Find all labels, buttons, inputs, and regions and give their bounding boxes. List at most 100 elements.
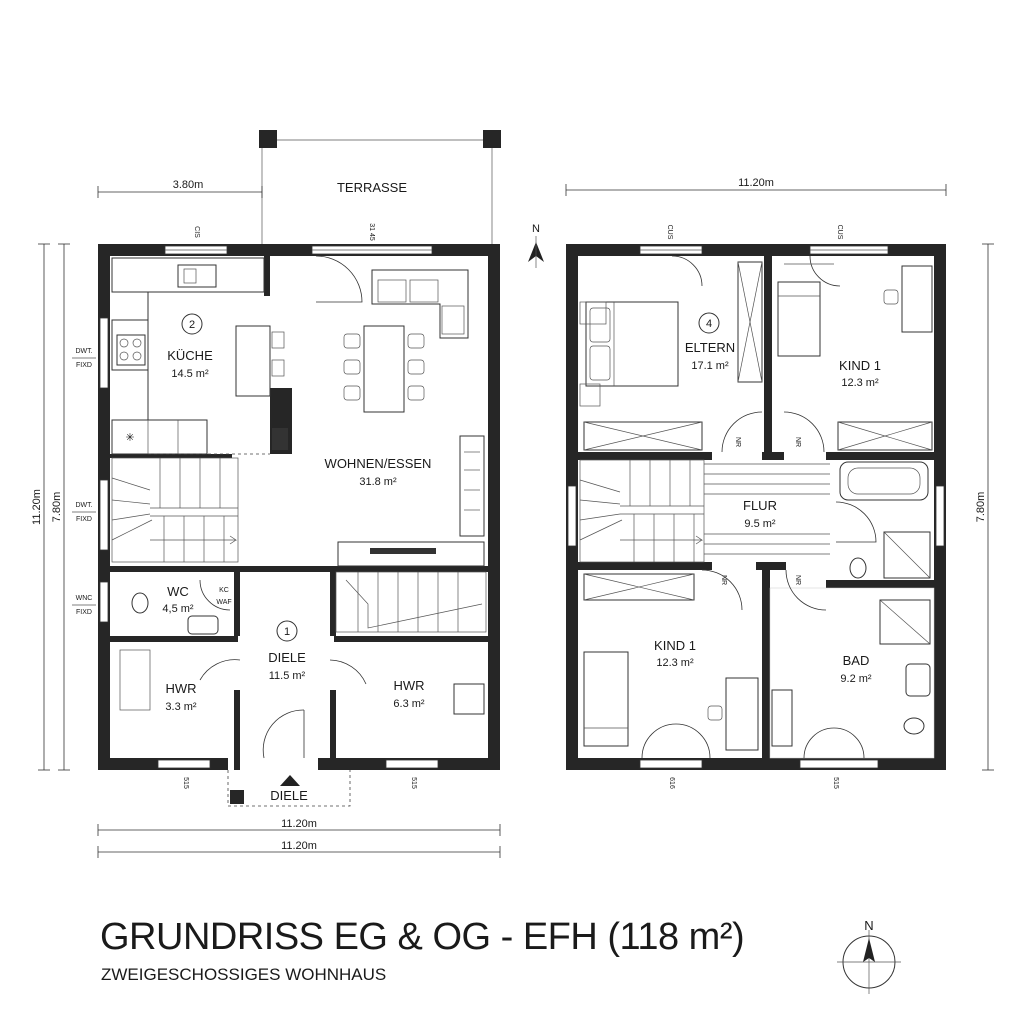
window <box>99 581 109 623</box>
room-area-flur: 9.5 m² <box>744 518 776 530</box>
svg-text:515: 515 <box>832 777 839 789</box>
og-inner-walls <box>578 256 934 758</box>
sideboard <box>459 435 485 537</box>
wardrobe <box>737 261 763 383</box>
entrance-arrow-icon <box>280 775 300 786</box>
svg-text:WAF: WAF <box>216 599 231 606</box>
og-stairs <box>579 459 830 563</box>
room-area-wohnen: 31.8 m² <box>359 476 397 488</box>
svg-text:NR: NR <box>720 575 727 585</box>
og-door-tags: NR NR NR NR <box>720 437 801 585</box>
fan-icon: ✳ <box>125 432 134 444</box>
room-name-hwr-right: HWR <box>393 678 424 693</box>
svg-text:CUS: CUS <box>666 225 673 240</box>
dim-terrace-width: 3.80m <box>173 179 204 191</box>
shower-icon <box>883 531 931 579</box>
room-name-hwr-left: HWR <box>165 681 196 696</box>
toilet-icon <box>849 557 867 579</box>
terrace-post <box>259 130 277 148</box>
room-name-kind-top: KIND 1 <box>839 358 881 373</box>
svg-text:FIXD: FIXD <box>76 362 92 369</box>
svg-text:DWT.: DWT. <box>75 348 92 355</box>
og-room-labels: 4 ELTERN 17.1 m² KIND 1 12.3 m² FLUR 9.5… <box>654 312 881 685</box>
window <box>99 479 109 551</box>
terrace: TERRASSE <box>259 130 501 248</box>
svg-text:NR: NR <box>794 575 801 585</box>
dim-og-height: 7.80m <box>975 492 987 523</box>
svg-text:515: 515 <box>182 777 189 789</box>
room-name-kind-bottom: KIND 1 <box>654 638 696 653</box>
ground-floor-plan: TERRASSE <box>31 130 501 858</box>
entrance-label: DIELE <box>270 788 308 803</box>
room-area-kind-top: 12.3 m² <box>841 377 879 389</box>
wardrobe <box>583 421 703 451</box>
eg-stair-right <box>335 571 487 633</box>
svg-text:616: 616 <box>668 777 675 789</box>
wc-fixtures: KC WAF <box>131 579 232 635</box>
room-name-wohnen: WOHNEN/ESSEN <box>325 456 432 471</box>
eg-windows <box>99 245 439 770</box>
wash-basin-icon <box>187 615 219 635</box>
svg-text:NR: NR <box>734 437 741 447</box>
shower-icon <box>879 599 931 645</box>
oven-icon <box>272 428 288 450</box>
room-area-bad: 9.2 m² <box>840 673 872 685</box>
room-name-flur: FLUR <box>743 498 777 513</box>
eg-stairs <box>111 457 239 563</box>
diele-doors <box>119 649 485 807</box>
svg-text:515: 515 <box>410 777 417 789</box>
kind-top-fixtures <box>777 255 933 453</box>
og-windows <box>567 245 945 769</box>
room-area-kueche: 14.5 m² <box>171 368 209 380</box>
room-name-kueche: KÜCHE <box>167 348 213 363</box>
stove-icon <box>116 334 146 366</box>
room-name-eltern: ELTERN <box>685 340 735 355</box>
sink-icon <box>177 264 217 288</box>
window <box>99 317 109 389</box>
dim-width-2: 11.20m <box>281 840 317 852</box>
north-arrow-icon: N <box>528 223 544 268</box>
room-name-wc: WC <box>167 584 189 599</box>
wash-basin-icon <box>905 663 931 697</box>
dim-width-1: 11.20m <box>281 818 317 830</box>
svg-text:FIXD: FIXD <box>76 516 92 523</box>
kind-bottom-fixtures <box>583 569 759 759</box>
room-area-hwr-right: 6.3 m² <box>393 698 425 710</box>
room-area-hwr-left: 3.3 m² <box>165 701 197 713</box>
terrace-post <box>483 130 501 148</box>
room-area-diele: 11.5 m² <box>269 670 306 682</box>
dim-og-width: 11.20m <box>738 177 774 189</box>
toilet-icon <box>903 717 925 735</box>
svg-text:NR: NR <box>794 437 801 447</box>
kitchen-island <box>235 325 271 397</box>
svg-text:CIS: CIS <box>193 226 200 238</box>
tv-board <box>337 541 485 567</box>
og-bath-top-fixtures <box>835 461 931 579</box>
desk <box>725 677 759 751</box>
bed-icon <box>777 281 821 357</box>
svg-text:KC: KC <box>219 587 229 594</box>
desk <box>901 265 933 333</box>
kitchen-fixtures: ✳ <box>111 257 288 455</box>
shelf <box>771 689 793 747</box>
og-window-tags: CUS CUS 616 515 <box>666 225 843 789</box>
svg-text:CUS: CUS <box>836 225 843 240</box>
room-number: 2 <box>189 319 195 331</box>
compass-icon: N <box>837 918 901 994</box>
bad-fixtures <box>769 569 935 759</box>
eg-room-labels: 2 KÜCHE 14.5 m² WOHNEN/ESSEN 31.8 m² WC … <box>162 313 432 803</box>
page-title: GRUNDRISS EG & OG - EFH (118 m²) <box>100 916 745 958</box>
room-name-diele: DIELE <box>268 650 306 665</box>
wardrobe <box>837 421 933 451</box>
svg-text:DWT.: DWT. <box>75 502 92 509</box>
room-area-eltern: 17.1 m² <box>691 360 729 372</box>
eg-dimensions: 3.80m 11.20m 11.20m 11.20m 7.80m <box>31 179 501 858</box>
wardrobe <box>583 573 695 601</box>
bathtub-icon <box>839 461 929 501</box>
bed-icon <box>583 651 629 747</box>
upper-floor-plan: NR NR NR NR 4 ELTERN 17.1 m² KIND 1 12.3… <box>565 177 994 789</box>
eltern-fixtures <box>579 255 763 453</box>
dining-table <box>363 325 405 413</box>
dim-height-inner: 7.80m <box>51 492 63 523</box>
